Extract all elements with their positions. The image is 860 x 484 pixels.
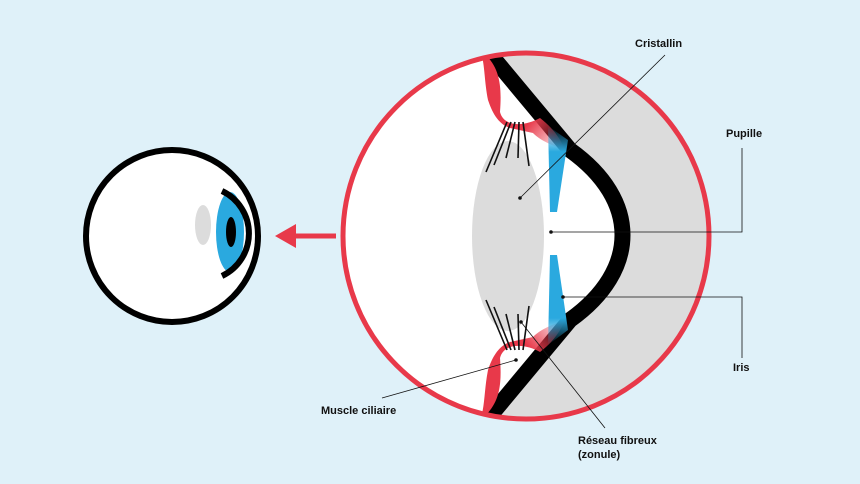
- leader-dot: [514, 358, 518, 362]
- leader-dot: [518, 196, 522, 200]
- zonule-fibre: [505, 313, 516, 351]
- small-eye-cornea: [220, 188, 252, 279]
- small-eye-pupil: [226, 217, 236, 247]
- zonule-fibre: [522, 121, 530, 167]
- leader-dots: [514, 196, 565, 362]
- label-zonule-line2: (zonule): [578, 449, 621, 461]
- arrow-head: [275, 224, 296, 248]
- magnifier-ring: [340, 50, 712, 422]
- leader-zonule: [520, 321, 606, 429]
- iris-top: [548, 126, 568, 212]
- small-eye-iris-group: [216, 192, 244, 272]
- magnified-content: [463, 53, 709, 419]
- leader-ciliary-muscle: [381, 359, 517, 399]
- small-eye-sclera: [86, 150, 258, 322]
- ciliary-muscle-top: [480, 53, 565, 150]
- zonule-fibre: [485, 299, 508, 351]
- small-eye-outline: [83, 147, 261, 325]
- leader-dot: [549, 230, 553, 234]
- leader-pupil: [551, 148, 743, 233]
- zonule-fibre: [517, 121, 520, 159]
- label-zonule-line1: Réseau fibreux: [578, 435, 657, 447]
- small-eye-lens: [195, 205, 211, 245]
- label-pupil: Pupille: [726, 128, 763, 140]
- leader-dot: [561, 295, 565, 299]
- leader-lines: [381, 54, 743, 429]
- label-iris: Iris: [733, 362, 750, 374]
- leader-iris: [563, 296, 743, 358]
- zonule-fibre: [493, 121, 512, 166]
- magnified-view: [340, 50, 712, 422]
- zonule-fibre: [517, 313, 520, 351]
- zonule-fibre: [485, 121, 508, 173]
- ciliary-muscle-bottom: [480, 320, 565, 419]
- magnify-arrow: [275, 224, 336, 248]
- small-eye-illustration: [83, 147, 261, 325]
- iris-bottom: [548, 255, 568, 345]
- label-ciliary-muscle: Muscle ciliaire: [321, 405, 397, 417]
- label-lens: Cristallin: [635, 38, 683, 50]
- leader-dot: [519, 320, 523, 324]
- zonule-fibre: [493, 306, 512, 351]
- cornea-sclera-band: [463, 53, 631, 419]
- label-zonule: Réseau fibreux (zonule): [578, 434, 698, 462]
- leader-lens: [519, 54, 666, 199]
- zonule-fibre: [505, 121, 516, 159]
- crystalline-lens: [472, 141, 544, 331]
